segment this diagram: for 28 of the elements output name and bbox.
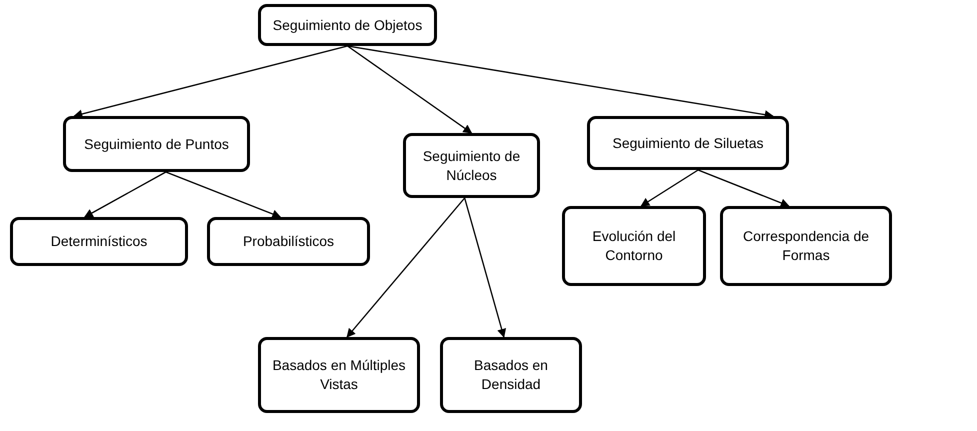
box-label: Seguimiento de Objetos bbox=[272, 16, 422, 34]
box-label: Determinísticos bbox=[50, 232, 148, 251]
arrow bbox=[698, 169, 790, 208]
arrow bbox=[464, 198, 506, 338]
arrow bbox=[640, 169, 698, 207]
process-box bbox=[440, 337, 582, 413]
process-box bbox=[562, 206, 706, 286]
box-label: Basados en Múltiples Vistas bbox=[271, 356, 407, 394]
process-box bbox=[258, 4, 437, 46]
process-box bbox=[587, 116, 789, 170]
box-label: Seguimiento de Siluetas bbox=[612, 134, 764, 152]
arrow bbox=[73, 45, 348, 118]
arrow bbox=[346, 198, 466, 338]
arrow bbox=[347, 45, 472, 134]
process-box bbox=[207, 217, 370, 266]
process-box bbox=[258, 337, 420, 413]
arrow bbox=[84, 171, 166, 218]
arrow bbox=[166, 171, 282, 218]
box-label: Probabilísticos bbox=[242, 232, 334, 251]
box-label: Basados en Densidad bbox=[473, 356, 549, 394]
process-box bbox=[403, 133, 540, 198]
box-label: Seguimiento de Núcleos bbox=[422, 146, 522, 184]
box-label: Seguimiento de Puntos bbox=[84, 134, 229, 154]
box-label: Evolución del Contorno bbox=[591, 227, 677, 265]
box-label: Correspondencia de Formas bbox=[742, 227, 870, 265]
process-box bbox=[720, 206, 892, 286]
process-box bbox=[63, 116, 250, 172]
process-box bbox=[10, 217, 188, 266]
